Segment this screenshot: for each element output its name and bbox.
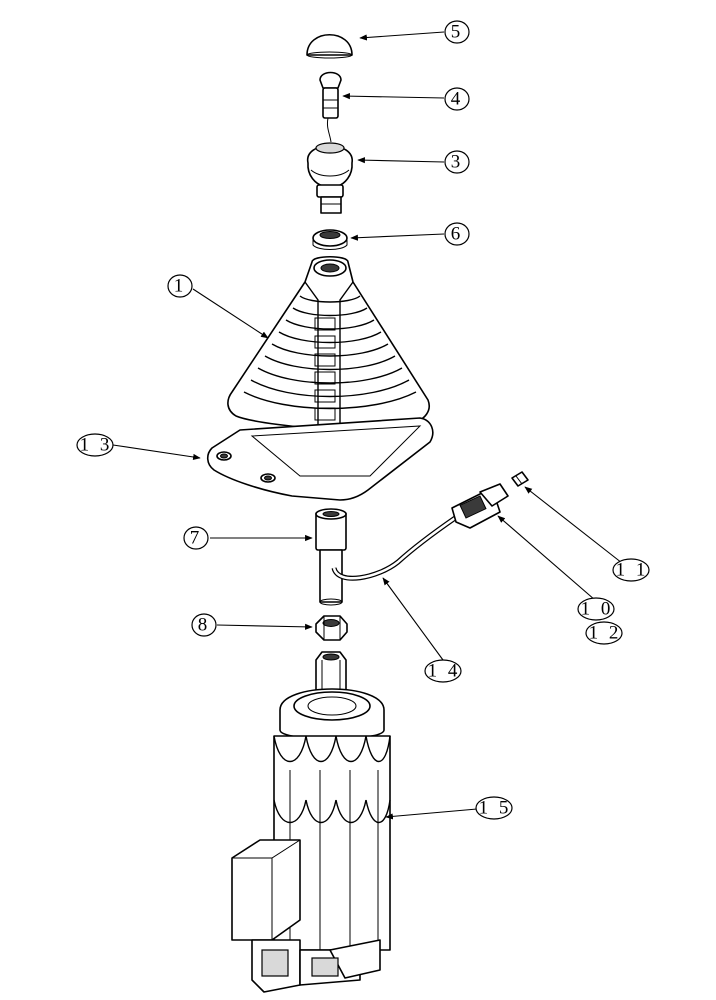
part-switch-button (319, 71, 342, 143)
callout-12: 1 2 (585, 621, 623, 645)
part-rubber-boot (227, 255, 430, 431)
part-connector (451, 483, 509, 529)
callout-14-label: 1 4 (428, 661, 461, 682)
callout-3: 3 (444, 150, 470, 174)
callout-13: 1 3 (76, 433, 114, 457)
callout-12-label: 1 2 (589, 623, 622, 644)
part-wire-harness (331, 513, 460, 581)
part-mounting-plate (206, 417, 434, 501)
part-hex-nut (315, 615, 348, 641)
callout-10-label: 1 0 (581, 599, 614, 620)
callout-1: 1 (167, 274, 193, 298)
callout-8: 8 (191, 613, 217, 637)
callout-3-label: 3 (451, 152, 464, 173)
callout-10: 1 0 (577, 597, 615, 621)
part-control-valve (231, 651, 391, 993)
callout-11-label: 1 1 (616, 560, 649, 581)
boot-ridge-marks (314, 317, 336, 421)
callout-6-label: 6 (451, 224, 464, 245)
callout-14: 1 4 (424, 659, 462, 683)
part-retaining-ring (312, 229, 348, 250)
callout-8-label: 8 (198, 615, 211, 636)
part-terminal-clip (511, 471, 529, 487)
callout-13-label: 1 3 (80, 435, 113, 456)
part-coupling-tube (315, 508, 347, 606)
callout-7-label: 7 (190, 528, 203, 549)
callout-7: 7 (183, 526, 209, 550)
callout-5: 5 (444, 20, 470, 44)
callout-4: 4 (444, 87, 470, 111)
part-knob-cap (306, 33, 353, 59)
callout-4-label: 4 (451, 89, 464, 110)
callout-11: 1 1 (612, 558, 650, 582)
callout-15: 1 5 (475, 796, 513, 820)
callout-15-label: 1 5 (479, 798, 512, 819)
callout-6: 6 (444, 222, 470, 246)
callout-5-label: 5 (451, 22, 464, 43)
leader-lines (112, 31, 623, 820)
part-handle-grip (307, 142, 353, 214)
callout-1-label: 1 (174, 276, 187, 297)
